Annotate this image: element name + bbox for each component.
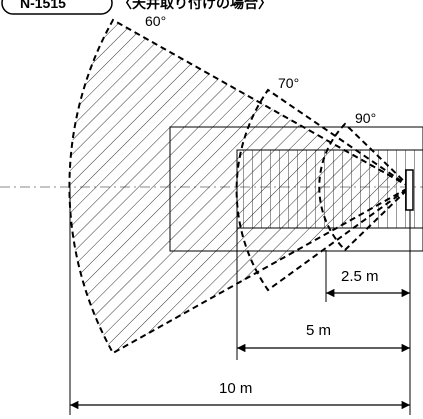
angle-label-60: 60° xyxy=(145,13,166,29)
distance-label-5m: 5 m xyxy=(306,322,331,339)
reference-area-outer xyxy=(169,126,423,252)
angle-label-90: 90° xyxy=(355,110,376,126)
header: N-1515 〈天井取り付けの場合〉 xyxy=(1,0,272,15)
sensor-unit xyxy=(405,169,414,211)
distance-label-10m: 10 m xyxy=(219,380,252,397)
distance-label-2-5m: 2.5 m xyxy=(341,268,379,285)
sector-90-outline xyxy=(318,122,412,252)
angle-label-70: 70° xyxy=(278,75,299,91)
model-badge xyxy=(1,0,113,15)
mounting-note: 〈天井取り付けの場合〉 xyxy=(118,0,272,11)
model-code: N-1515 xyxy=(20,0,66,11)
reference-area-inner xyxy=(236,149,423,229)
sector-70-outline xyxy=(235,88,412,292)
sector-60-outline xyxy=(68,18,413,355)
